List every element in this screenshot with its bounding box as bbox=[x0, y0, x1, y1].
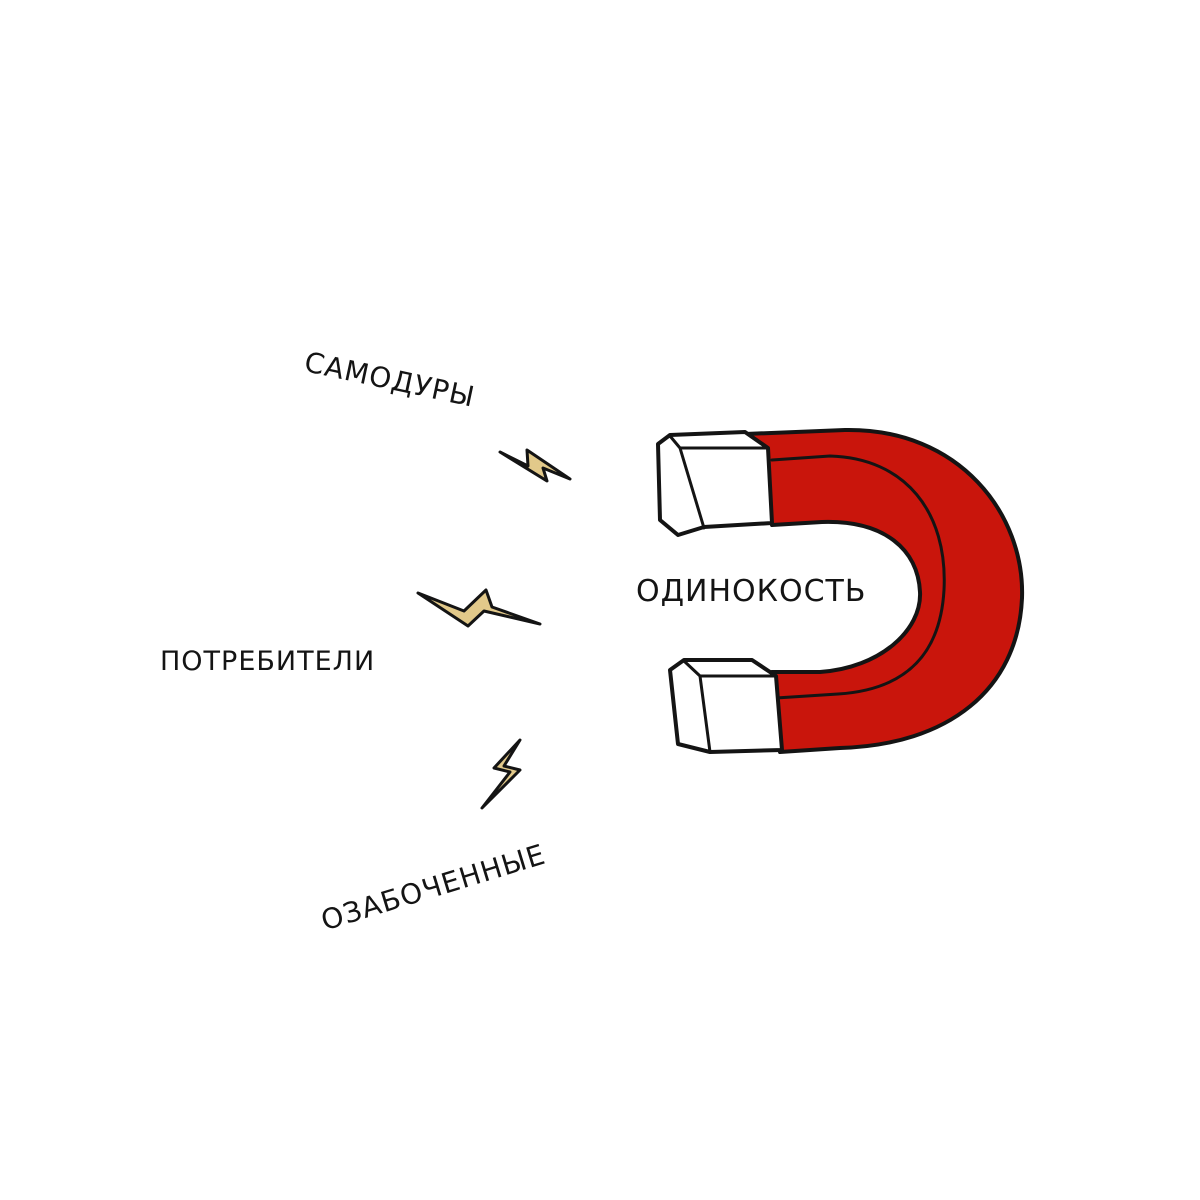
lightning-bolt-icon bbox=[480, 738, 522, 810]
magnet-bottom-pole-edge bbox=[682, 659, 778, 754]
horseshoe-magnet-icon bbox=[656, 427, 1025, 754]
magnet-top-pole-edge bbox=[668, 434, 770, 530]
lightning-bolt-icon bbox=[416, 588, 542, 628]
lightning-bolts bbox=[416, 448, 572, 810]
magnet-top-pole bbox=[656, 430, 774, 537]
magnet-body bbox=[743, 427, 1025, 754]
label-potrebiteli: ПОТРЕБИТЕЛИ bbox=[160, 646, 376, 677]
lightning-bolt-icon bbox=[498, 448, 572, 483]
label-odinokost: ОДИНОКОСТЬ bbox=[636, 574, 867, 609]
magnet-bottom-pole bbox=[668, 658, 784, 754]
magnet-groove bbox=[770, 454, 946, 700]
